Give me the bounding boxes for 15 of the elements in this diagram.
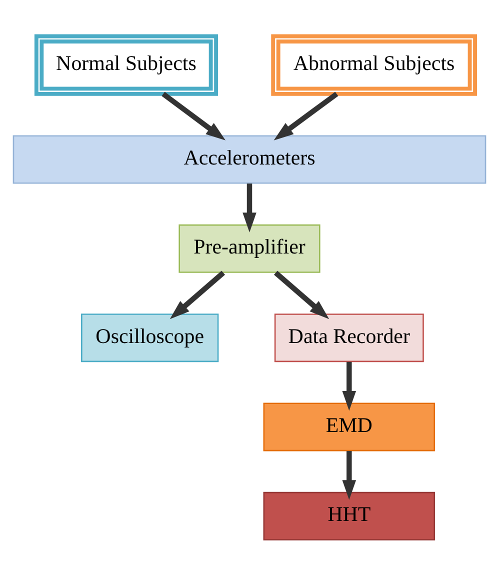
arrow: [242, 184, 256, 232]
node-box: Abnormal Subjects: [271, 34, 477, 96]
node-box: HHT: [263, 492, 436, 540]
arrow: [274, 92, 338, 140]
node-box: Accelerometers: [12, 135, 486, 184]
arrow: [170, 270, 226, 320]
arrow: [274, 270, 330, 320]
arrow: [162, 92, 226, 140]
arrow: [342, 362, 356, 411]
node-box: Oscilloscope: [81, 314, 219, 362]
node-box: Data Recorder: [274, 314, 424, 362]
node-box: Normal Subjects: [34, 34, 218, 96]
arrow: [342, 451, 356, 500]
node-box: EMD: [263, 402, 436, 452]
node-box: Pre-amplifier: [178, 224, 320, 273]
